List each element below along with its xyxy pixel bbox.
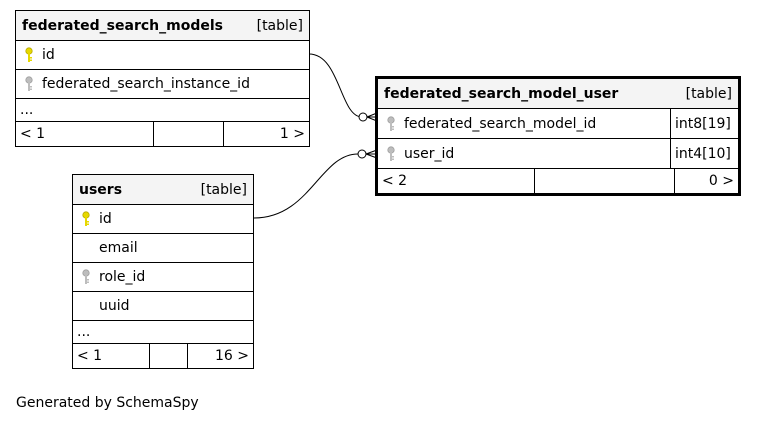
table-federated-search-models[interactable]: federated_search_models [table] id feder…	[15, 10, 310, 147]
rows-count	[534, 169, 674, 193]
column-name: id	[99, 211, 112, 227]
column-name: user_id	[404, 145, 455, 162]
column-name: email	[99, 240, 138, 256]
edge-users-to-model-user	[253, 149, 378, 219]
zero-cardinality-marker	[357, 149, 367, 159]
table-users[interactable]: users [table] id email role_id uuid ... …	[72, 174, 254, 369]
column-name: federated_search_instance_id	[42, 76, 250, 92]
column-row[interactable]: id	[73, 205, 253, 234]
column-row[interactable]: email	[73, 234, 253, 263]
zero-cardinality-marker	[358, 112, 368, 122]
table-footer: < 1 1 >	[16, 122, 309, 146]
primary-key-icon	[22, 47, 36, 63]
column-row[interactable]: id	[16, 41, 309, 70]
children-count[interactable]: 16 >	[187, 344, 253, 368]
more-columns-ellipsis: ...	[16, 99, 309, 122]
column-row[interactable]: role_id	[73, 263, 253, 292]
parents-count[interactable]: < 1	[77, 348, 103, 364]
column-name: role_id	[99, 269, 146, 285]
column-type: int8[19]	[670, 109, 738, 138]
column-row[interactable]: federated_search_instance_id	[16, 70, 309, 99]
column-row[interactable]: user_id int4[10]	[378, 139, 738, 169]
table-federated-search-model-user[interactable]: federated_search_model_user [table] fede…	[375, 76, 741, 196]
column-name: id	[42, 47, 55, 63]
table-name: users	[79, 181, 123, 198]
children-count[interactable]: 1 >	[223, 122, 309, 146]
table-name: federated_search_model_user	[384, 85, 619, 102]
parents-count[interactable]: < 1	[20, 126, 46, 142]
column-name: federated_search_model_id	[404, 115, 597, 132]
column-type: int4[10]	[670, 139, 738, 168]
table-kind: [table]	[200, 181, 247, 198]
generated-by-caption: Generated by SchemaSpy	[16, 395, 199, 411]
foreign-key-icon	[22, 76, 36, 92]
more-columns-ellipsis: ...	[73, 321, 253, 344]
foreign-key-icon	[384, 145, 398, 162]
edge-model-to-model-user	[308, 53, 378, 122]
table-header[interactable]: federated_search_model_user [table]	[378, 79, 738, 109]
table-footer: < 2 0 >	[378, 169, 738, 193]
table-header[interactable]: federated_search_models [table]	[16, 11, 309, 41]
parents-count[interactable]: < 2	[382, 173, 408, 189]
table-name: federated_search_models	[22, 17, 223, 34]
table-kind: [table]	[256, 17, 303, 34]
foreign-key-icon	[79, 269, 93, 285]
rows-count	[153, 122, 223, 146]
column-row[interactable]: federated_search_model_id int8[19]	[378, 109, 738, 139]
table-footer: < 1 16 >	[73, 344, 253, 368]
rows-count	[149, 344, 187, 368]
primary-key-icon	[79, 211, 93, 227]
column-row[interactable]: uuid	[73, 292, 253, 321]
table-kind: [table]	[685, 85, 732, 102]
column-name: uuid	[99, 298, 130, 314]
foreign-key-icon	[384, 115, 398, 132]
table-header[interactable]: users [table]	[73, 175, 253, 205]
children-count[interactable]: 0 >	[674, 169, 738, 193]
